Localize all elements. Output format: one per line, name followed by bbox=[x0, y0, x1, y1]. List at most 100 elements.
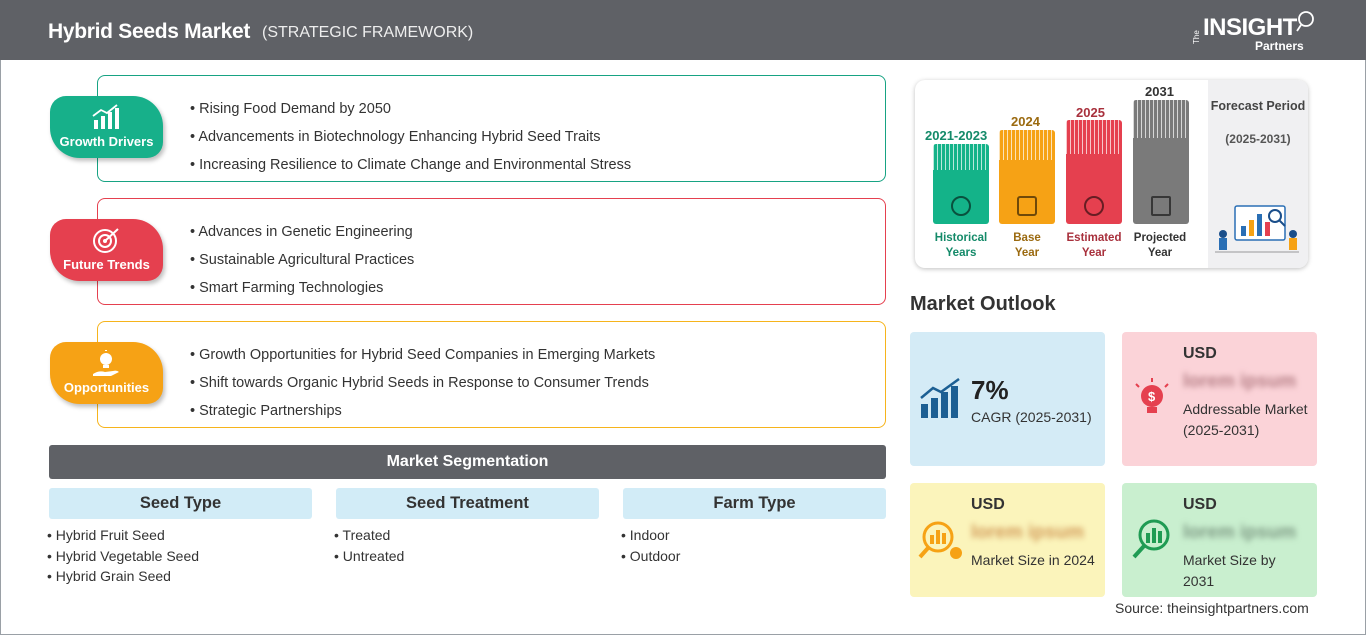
list-item: Outdoor bbox=[621, 546, 681, 567]
base-year-bar bbox=[999, 130, 1055, 224]
currency-label: USD bbox=[1183, 345, 1217, 362]
farm-type-list: Indoor Outdoor bbox=[621, 525, 681, 567]
blurred-value: lorem ipsum bbox=[971, 522, 1084, 543]
cagr-value: 7% bbox=[971, 375, 1009, 405]
gears-icon bbox=[1084, 196, 1104, 216]
source-text[interactable]: Source: theinsightpartners.com bbox=[1115, 600, 1309, 616]
market-size-2031-label: Market Size by 2031 bbox=[1183, 552, 1276, 589]
analytics-magnifier-icon bbox=[1132, 519, 1170, 559]
list-item: Strategic Partnerships bbox=[190, 397, 655, 425]
target-icon bbox=[93, 228, 119, 253]
period-year: 2031 bbox=[1145, 84, 1174, 99]
currency-label: USD bbox=[971, 496, 1005, 513]
opportunities-list: Growth Opportunities for Hybrid Seed Com… bbox=[190, 341, 655, 425]
period-label-line1: Base bbox=[1013, 232, 1041, 244]
list-item: Advancements in Biotechnology Enhancing … bbox=[190, 123, 631, 151]
list-item: Untreated bbox=[334, 546, 404, 567]
segmentation-title: Market Segmentation bbox=[49, 445, 886, 479]
currency-label: USD bbox=[1183, 496, 1217, 513]
segment-heading-farm-type: Farm Type bbox=[623, 488, 886, 519]
growth-chart-icon bbox=[92, 104, 119, 129]
estimated-year-bar bbox=[1066, 120, 1122, 224]
insight-partners-logo[interactable]: The INSIGHT Partners bbox=[1190, 10, 1330, 55]
money-bulb-icon: $ bbox=[1135, 378, 1169, 413]
growth-drivers-list: Rising Food Demand by 2050 Advancements … bbox=[190, 95, 631, 179]
list-item: Advances in Genetic Engineering bbox=[190, 218, 414, 246]
logo-insight-text: INSIGHT bbox=[1203, 14, 1297, 41]
history-clock-icon bbox=[951, 196, 971, 216]
growth-drivers-badge: Growth Drivers bbox=[50, 96, 163, 158]
period-label-line1: Projected bbox=[1133, 232, 1187, 244]
list-item: Shift towards Organic Hybrid Seeds in Re… bbox=[190, 369, 655, 397]
list-item: Increasing Resilience to Climate Change … bbox=[190, 151, 631, 179]
logo-partners-text: Partners bbox=[1255, 39, 1304, 53]
logo-the-text: The bbox=[1192, 30, 1201, 44]
forecast-title: Forecast Period bbox=[1210, 99, 1306, 113]
list-item: Hybrid Fruit Seed bbox=[47, 525, 199, 546]
cagr-box: 7% CAGR (2025-2031) bbox=[910, 332, 1105, 466]
period-label-line1: Historical bbox=[934, 232, 988, 244]
bar-stripes bbox=[1066, 120, 1122, 154]
opportunities-badge: Opportunities bbox=[50, 342, 163, 404]
addressable-market-label: Addressable Market (2025-2031) bbox=[1183, 401, 1308, 438]
list-item: Sustainable Agricultural Practices bbox=[190, 246, 414, 274]
badge-label: Opportunities bbox=[63, 380, 150, 395]
lightbulb-hand-icon bbox=[93, 350, 119, 376]
analyst-dashboard-icon bbox=[1215, 205, 1299, 253]
page-subtitle: (STRATEGIC FRAMEWORK) bbox=[262, 24, 474, 41]
opportunities-card: Growth Opportunities for Hybrid Seed Com… bbox=[97, 321, 886, 428]
period-year: 2025 bbox=[1076, 105, 1105, 120]
list-item: Treated bbox=[334, 525, 404, 546]
list-item: Hybrid Vegetable Seed bbox=[47, 546, 199, 567]
growth-chart-icon bbox=[920, 378, 960, 418]
period-label-line2: Year bbox=[1014, 247, 1040, 259]
seed-treatment-list: Treated Untreated bbox=[334, 525, 405, 567]
seed-type-list: Hybrid Fruit Seed Hybrid Vegetable Seed … bbox=[47, 525, 199, 587]
future-trends-list: Advances in Genetic Engineering Sustaina… bbox=[190, 218, 414, 302]
forecast-range: (2025-2031) bbox=[1225, 132, 1291, 146]
bar-stripes bbox=[933, 144, 989, 170]
segment-heading-seed-treatment: Seed Treatment bbox=[336, 488, 599, 519]
header-bar: Hybrid Seeds Market (STRATEGIC FRAMEWORK… bbox=[0, 0, 1366, 60]
bar-stripes bbox=[1133, 100, 1189, 138]
period-label-line2: Year bbox=[1147, 247, 1173, 259]
projected-year-bar bbox=[1133, 100, 1189, 224]
addressable-market-box: $ USD lorem ipsum Addressable Market (20… bbox=[1122, 332, 1317, 466]
presentation-icon bbox=[1151, 196, 1171, 216]
list-item: Indoor bbox=[621, 525, 680, 546]
svg-text:$: $ bbox=[1148, 389, 1156, 404]
historical-bar bbox=[933, 144, 989, 224]
list-item: Rising Food Demand by 2050 bbox=[190, 95, 631, 123]
market-size-2024-box: USD lorem ipsum Market Size in 2024 bbox=[910, 483, 1105, 597]
list-item: Growth Opportunities for Hybrid Seed Com… bbox=[190, 341, 655, 369]
market-outlook-title: Market Outlook bbox=[910, 293, 1056, 315]
cagr-label: CAGR (2025-2031) bbox=[971, 409, 1092, 425]
period-label-line1: Estimated bbox=[1066, 232, 1122, 244]
badge-label: Future Trends bbox=[63, 257, 150, 272]
calendar-icon bbox=[1017, 196, 1037, 216]
period-label-line2: Years bbox=[945, 247, 977, 259]
period-year: 2024 bbox=[1011, 114, 1040, 129]
blurred-value: lorem ipsum bbox=[1183, 522, 1296, 543]
market-size-2024-label: Market Size in 2024 bbox=[971, 552, 1095, 568]
badge-label: Growth Drivers bbox=[59, 134, 154, 149]
analytics-magnifier-icon bbox=[918, 521, 962, 559]
market-size-2031-box: USD lorem ipsum Market Size by 2031 bbox=[1122, 483, 1317, 597]
bar-stripes bbox=[999, 130, 1055, 160]
list-item: Smart Farming Technologies bbox=[190, 274, 414, 302]
future-trends-card: Advances in Genetic Engineering Sustaina… bbox=[97, 198, 886, 305]
segment-heading-seed-type: Seed Type bbox=[49, 488, 312, 519]
growth-drivers-card: Rising Food Demand by 2050 Advancements … bbox=[97, 75, 886, 182]
future-trends-badge: Future Trends bbox=[50, 219, 163, 281]
list-item: Hybrid Grain Seed bbox=[47, 566, 199, 587]
period-year: 2021-2023 bbox=[925, 128, 988, 143]
period-label-line2: Year bbox=[1081, 247, 1107, 259]
logo-magnifier-icon bbox=[1296, 11, 1314, 32]
blurred-value: lorem ipsum bbox=[1183, 371, 1296, 392]
page-title: Hybrid Seeds Market bbox=[48, 20, 251, 43]
